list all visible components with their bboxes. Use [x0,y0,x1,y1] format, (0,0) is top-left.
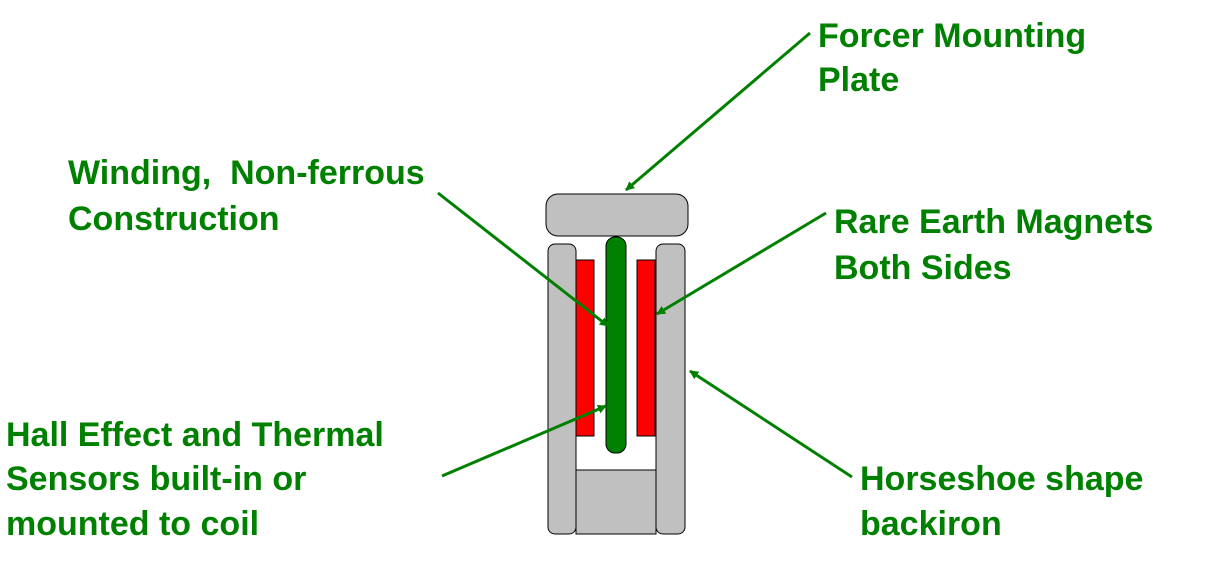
backiron-label: Horseshoe shape backiron [860,460,1153,543]
magnets-arrow [656,211,827,316]
magnets-label: Rare Earth Magnets Both Sides [834,203,1163,287]
forcer-plate-label: Forcer Mounting Plate [818,17,1096,99]
magnets-label-line-1: Rare Earth Magnets [834,203,1153,241]
magnet-left [575,259,595,437]
backiron-base [575,469,657,535]
forcer-plate-label-line-2: Plate [818,61,899,99]
sensors-label: Hall Effect and Thermal Sensors built-in… [6,416,393,543]
backiron-label-line-2: backiron [860,505,1002,543]
forcer-plate-arrow [625,31,811,192]
magnet-right [636,259,656,437]
winding-label-line-1: Winding, Non-ferrous [68,154,425,192]
winding-arrow [437,191,609,328]
forcer-mounting-plate [545,193,689,237]
forcer-plate-label-line-1: Forcer Mounting [818,17,1086,55]
magnets-label-line-2: Both Sides [834,249,1012,287]
winding-coil [605,236,627,454]
winding-label-line-2: Construction [68,200,280,238]
backiron-right-leg [655,243,686,535]
winding-label: Winding, Non-ferrous Construction [68,154,434,238]
motor-cross-section [545,193,689,535]
sensors-label-line-3: mounted to coil [6,505,259,543]
backiron-left-leg [547,243,577,535]
sensors-label-line-1: Hall Effect and Thermal [6,416,384,454]
sensors-arrow [441,404,607,478]
callout-arrows [437,31,853,479]
backiron-label-line-1: Horseshoe shape [860,460,1143,498]
sensors-label-line-2: Sensors built-in or [6,460,306,498]
backiron-arrow [689,369,853,479]
